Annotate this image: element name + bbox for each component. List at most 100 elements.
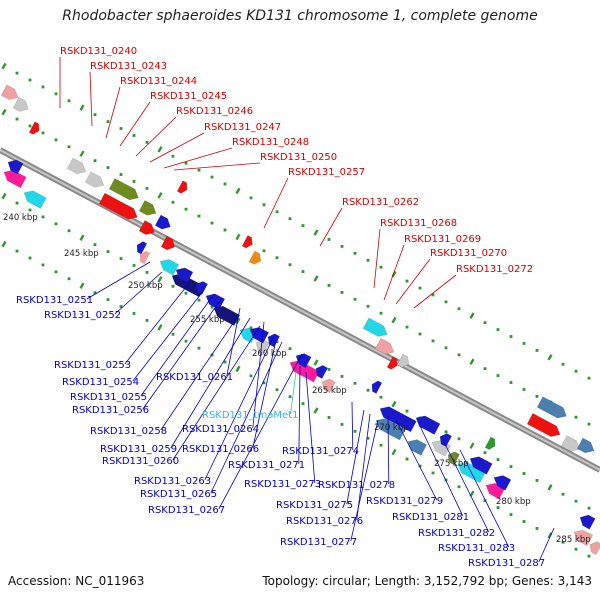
leader-line <box>226 307 241 377</box>
gene-arrow <box>315 365 329 379</box>
gene-arrow <box>407 439 428 456</box>
tick-dot <box>496 328 500 331</box>
tick-dot <box>249 374 253 378</box>
gene-label-reverse: RSKD131_0258 <box>90 426 167 437</box>
gene-label-reverse: RSKD131_0254 <box>62 377 139 388</box>
tick-dot <box>353 381 357 385</box>
tick-dot <box>496 506 500 509</box>
tick-dot <box>67 145 71 149</box>
gene-label-forward: RSKD131_0257 <box>288 167 365 178</box>
gene-label-reverse: RSKD131_0251 <box>16 295 93 306</box>
tick-dot <box>418 464 422 468</box>
tick-dot <box>405 325 409 329</box>
tick-dot <box>171 332 175 336</box>
tick-dot <box>574 369 578 373</box>
gene-label-reverse: RSKD131_0278 <box>318 480 395 491</box>
tick-dot <box>574 499 578 503</box>
tick-dot <box>28 124 32 128</box>
gene-label-reverse: RSKD131_0271 <box>228 460 305 471</box>
tick-dot <box>327 368 331 371</box>
tick-dot <box>561 492 565 496</box>
tick-dot <box>28 78 32 82</box>
tick-dot <box>301 270 305 273</box>
gene-label-reverse: RSKD131_0256 <box>72 405 149 416</box>
tick-dot <box>327 238 331 241</box>
tick-dot <box>469 490 475 497</box>
tick-dot <box>509 465 513 468</box>
tick-dot <box>457 437 461 441</box>
gene-arrow <box>159 259 180 276</box>
gene-arrow <box>255 339 270 354</box>
scale-label: 285 kbp <box>556 535 591 545</box>
tick-dot <box>522 342 526 345</box>
tick-dot <box>132 312 136 315</box>
tick-dot <box>587 422 591 426</box>
tick-dot <box>223 228 227 232</box>
tick-dot <box>235 317 241 325</box>
tick-dot <box>119 173 123 176</box>
gene-arrow <box>66 157 87 175</box>
gene-label-reverse: RSKD131_0266 <box>182 444 259 455</box>
tick-dot <box>327 416 331 419</box>
tick-dot <box>28 208 32 212</box>
gene-arrow <box>175 267 194 284</box>
tick-dot <box>197 346 201 350</box>
tick-dot-tracks <box>1 62 591 558</box>
leader-line <box>395 258 431 305</box>
tick-dot <box>145 319 149 322</box>
tick-dot <box>366 388 370 392</box>
accession-text: Accession: NC_011963 <box>8 574 145 588</box>
tick-dot <box>93 243 97 247</box>
scale-label: 280 kbp <box>496 497 531 507</box>
tick-dot <box>223 182 227 186</box>
tick-dot <box>496 374 500 377</box>
leader-line <box>373 228 381 289</box>
gene-label-reverse: RSKD131_0267 <box>148 505 225 516</box>
tick-dot <box>405 279 409 283</box>
scale-label: 260 kbp <box>252 349 287 359</box>
tick-dot <box>210 305 214 309</box>
tick-dot <box>561 540 565 544</box>
tick-dot <box>184 161 188 165</box>
tick-dot <box>509 513 513 516</box>
gene-label-forward: RSKD131_0243 <box>90 61 167 72</box>
gene-arrow <box>579 514 596 530</box>
tick-dot <box>418 286 422 290</box>
tick-dot <box>418 332 422 336</box>
gene-label-reverse: RSKD131_0265 <box>140 489 217 500</box>
gene-label-forward: RSKD131_0246 <box>176 106 253 117</box>
tick-dot <box>288 263 292 267</box>
tick-dot <box>54 92 58 96</box>
gene-arrow <box>386 356 398 370</box>
gene-arrow <box>374 337 395 355</box>
gene-arrow <box>248 250 262 265</box>
gene-arrow <box>526 412 561 437</box>
tick-dot <box>262 249 266 253</box>
tick-dot <box>522 520 526 523</box>
gene-arrow <box>176 180 188 194</box>
tick-dot <box>15 201 19 205</box>
tick-dot <box>391 316 397 324</box>
tick-dot <box>223 360 227 364</box>
tick-dot <box>41 131 45 135</box>
gene-label-reverse: RSKD131_0273 <box>244 479 321 490</box>
tick-dot <box>391 400 397 408</box>
tick-dot <box>353 429 357 433</box>
gene-label-forward: RSKD131_0240 <box>60 46 137 57</box>
tick-dot <box>431 339 435 343</box>
leader-line <box>413 274 457 309</box>
leader-line <box>443 441 490 533</box>
tick-dot <box>547 484 553 491</box>
tick-dot <box>145 141 149 144</box>
leader-line <box>149 132 205 163</box>
tick-dot <box>379 265 383 269</box>
gene-arrow <box>195 281 209 295</box>
leader-line <box>538 527 555 563</box>
tick-dot <box>405 409 409 413</box>
gene-arrow <box>160 235 175 251</box>
tick-dot <box>119 305 123 308</box>
tick-dot <box>509 381 513 384</box>
leader-line <box>114 271 163 315</box>
tick-dot <box>444 346 448 350</box>
